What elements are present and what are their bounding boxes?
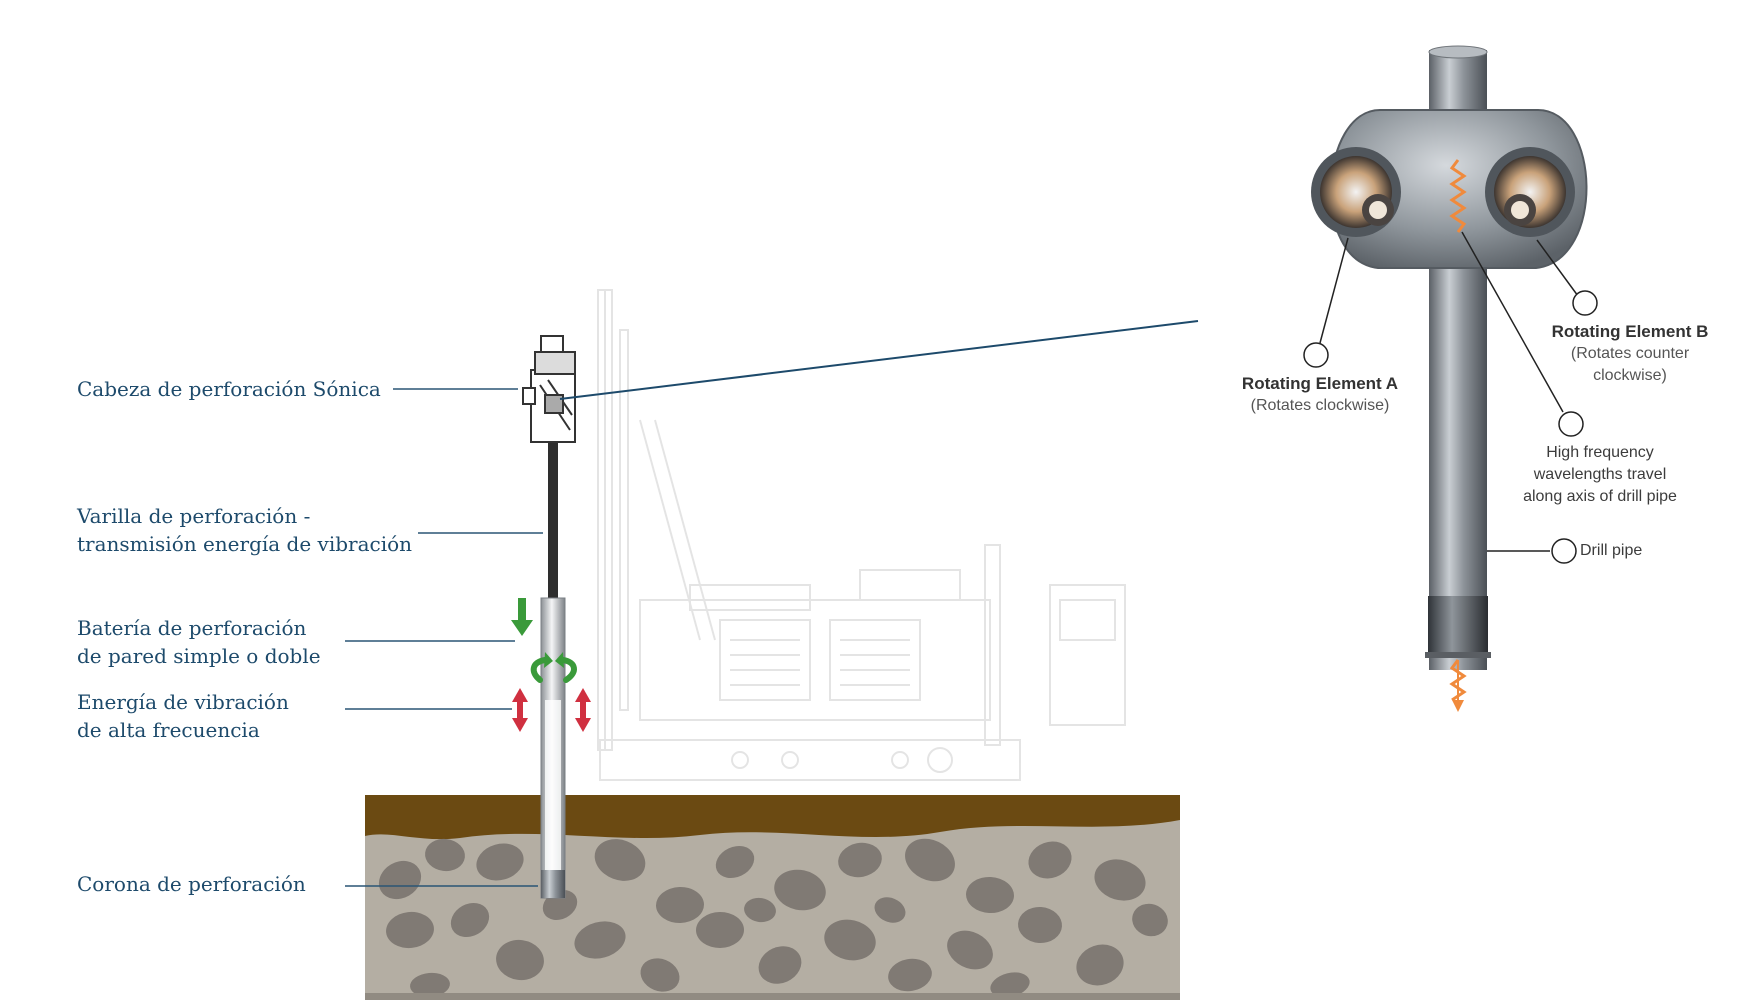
left-leader-lines xyxy=(345,388,543,887)
soil-stone xyxy=(1076,944,1124,986)
label-rotating-element-b: Rotating Element B (Rotates counter cloc… xyxy=(1551,322,1709,384)
vibration-arrow-left-icon xyxy=(512,688,528,732)
rotation-arrows-icon xyxy=(530,657,577,683)
soil-stone xyxy=(1018,906,1062,944)
soil-stone xyxy=(874,897,906,923)
soil-stone xyxy=(905,838,955,882)
soil-stone xyxy=(966,876,1014,914)
soil-stone xyxy=(450,902,490,938)
soil-stone xyxy=(640,958,680,992)
soil-stone xyxy=(594,839,646,881)
label-high-frequency: High frequency wavelengths travel along … xyxy=(1523,444,1677,505)
rotation-arrowhead-left-icon xyxy=(544,652,553,668)
label-casing: Batería de perforación de pared simple o… xyxy=(77,616,321,668)
background-drill-rig xyxy=(597,289,1126,781)
soil-stone xyxy=(744,897,776,923)
ground-cross-section xyxy=(365,795,1180,1000)
soil-stone xyxy=(824,919,876,961)
soil-stone xyxy=(574,921,626,959)
sonic-head-detail xyxy=(1311,45,1588,712)
soil-stone xyxy=(1028,841,1072,879)
soil-stone xyxy=(425,838,465,872)
soil-stone xyxy=(758,946,802,984)
soil-stone xyxy=(715,845,755,879)
label-rotating-element-a: Rotating Element A (Rotates clockwise) xyxy=(1241,374,1399,414)
soil-stone xyxy=(1132,903,1168,937)
soil-stone xyxy=(496,939,544,981)
soil-stone xyxy=(696,911,744,949)
soil-stone xyxy=(774,869,826,911)
soil-stone xyxy=(838,842,882,878)
downward-force-arrow-icon xyxy=(511,598,533,636)
label-vibration-energy: Energía de vibración de alta frecuencia xyxy=(77,690,289,742)
label-drill-rod: Varilla de perforación - transmisión ene… xyxy=(77,504,413,556)
soil-stone xyxy=(656,886,704,924)
soil-stone xyxy=(386,911,434,949)
label-sonic-head: Cabeza de perforación Sónica xyxy=(77,377,381,401)
detail-callout-lines xyxy=(1303,231,1598,564)
label-drill-pipe: Drill pipe xyxy=(1580,542,1643,559)
vibration-arrow-right-icon xyxy=(575,688,591,732)
rotation-arrowhead-right-icon xyxy=(555,652,564,668)
soil-stone xyxy=(888,958,932,992)
soil-stone xyxy=(378,860,422,900)
label-drill-bit: Corona de perforación xyxy=(77,872,306,896)
soil-stone xyxy=(990,972,1030,998)
soil-stone xyxy=(476,843,524,881)
sonic-drill-head xyxy=(522,335,576,443)
soil-stone xyxy=(1094,859,1146,901)
drill-string xyxy=(540,440,566,899)
zoom-connector-line xyxy=(559,320,1199,400)
soil-stone xyxy=(947,930,993,970)
soil-stone xyxy=(410,972,450,998)
